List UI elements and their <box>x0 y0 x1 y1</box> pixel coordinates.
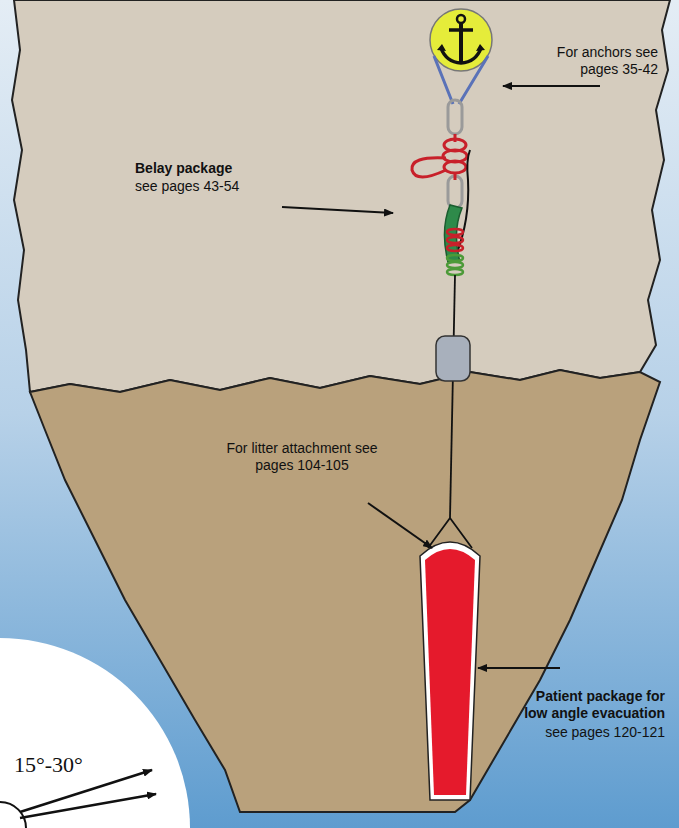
anchor-sling <box>434 56 488 104</box>
carabiner <box>448 176 462 208</box>
angle-arc <box>0 802 26 828</box>
carabiner <box>448 100 462 134</box>
anchor-symbol <box>430 9 492 71</box>
callout-heading: Belay package <box>135 160 295 177</box>
callout-note: For litter attachment see pages 104-105 <box>222 440 382 474</box>
callout-note: For anchors see pages 35-42 <box>518 44 658 78</box>
belay-rope <box>412 134 467 180</box>
callout-note: see pages 120-121 <box>515 724 665 741</box>
edge-pad <box>436 336 470 381</box>
angle-label: 15°-30° <box>14 752 134 778</box>
leader-arrow <box>368 503 432 548</box>
angle-arrow <box>20 794 156 818</box>
patient-package <box>425 549 475 795</box>
callout-heading: Patient package for low angle evacuation <box>515 688 665 722</box>
leader-arrow <box>503 85 600 87</box>
callout-note: see pages 43-54 <box>135 178 295 195</box>
leader-arrow <box>282 207 393 213</box>
upper-cliff <box>12 0 670 392</box>
leader-arrow <box>478 667 560 669</box>
litter <box>420 542 480 800</box>
main-rope <box>450 275 455 518</box>
angle-dial <box>0 638 190 828</box>
belay-device <box>444 205 463 275</box>
